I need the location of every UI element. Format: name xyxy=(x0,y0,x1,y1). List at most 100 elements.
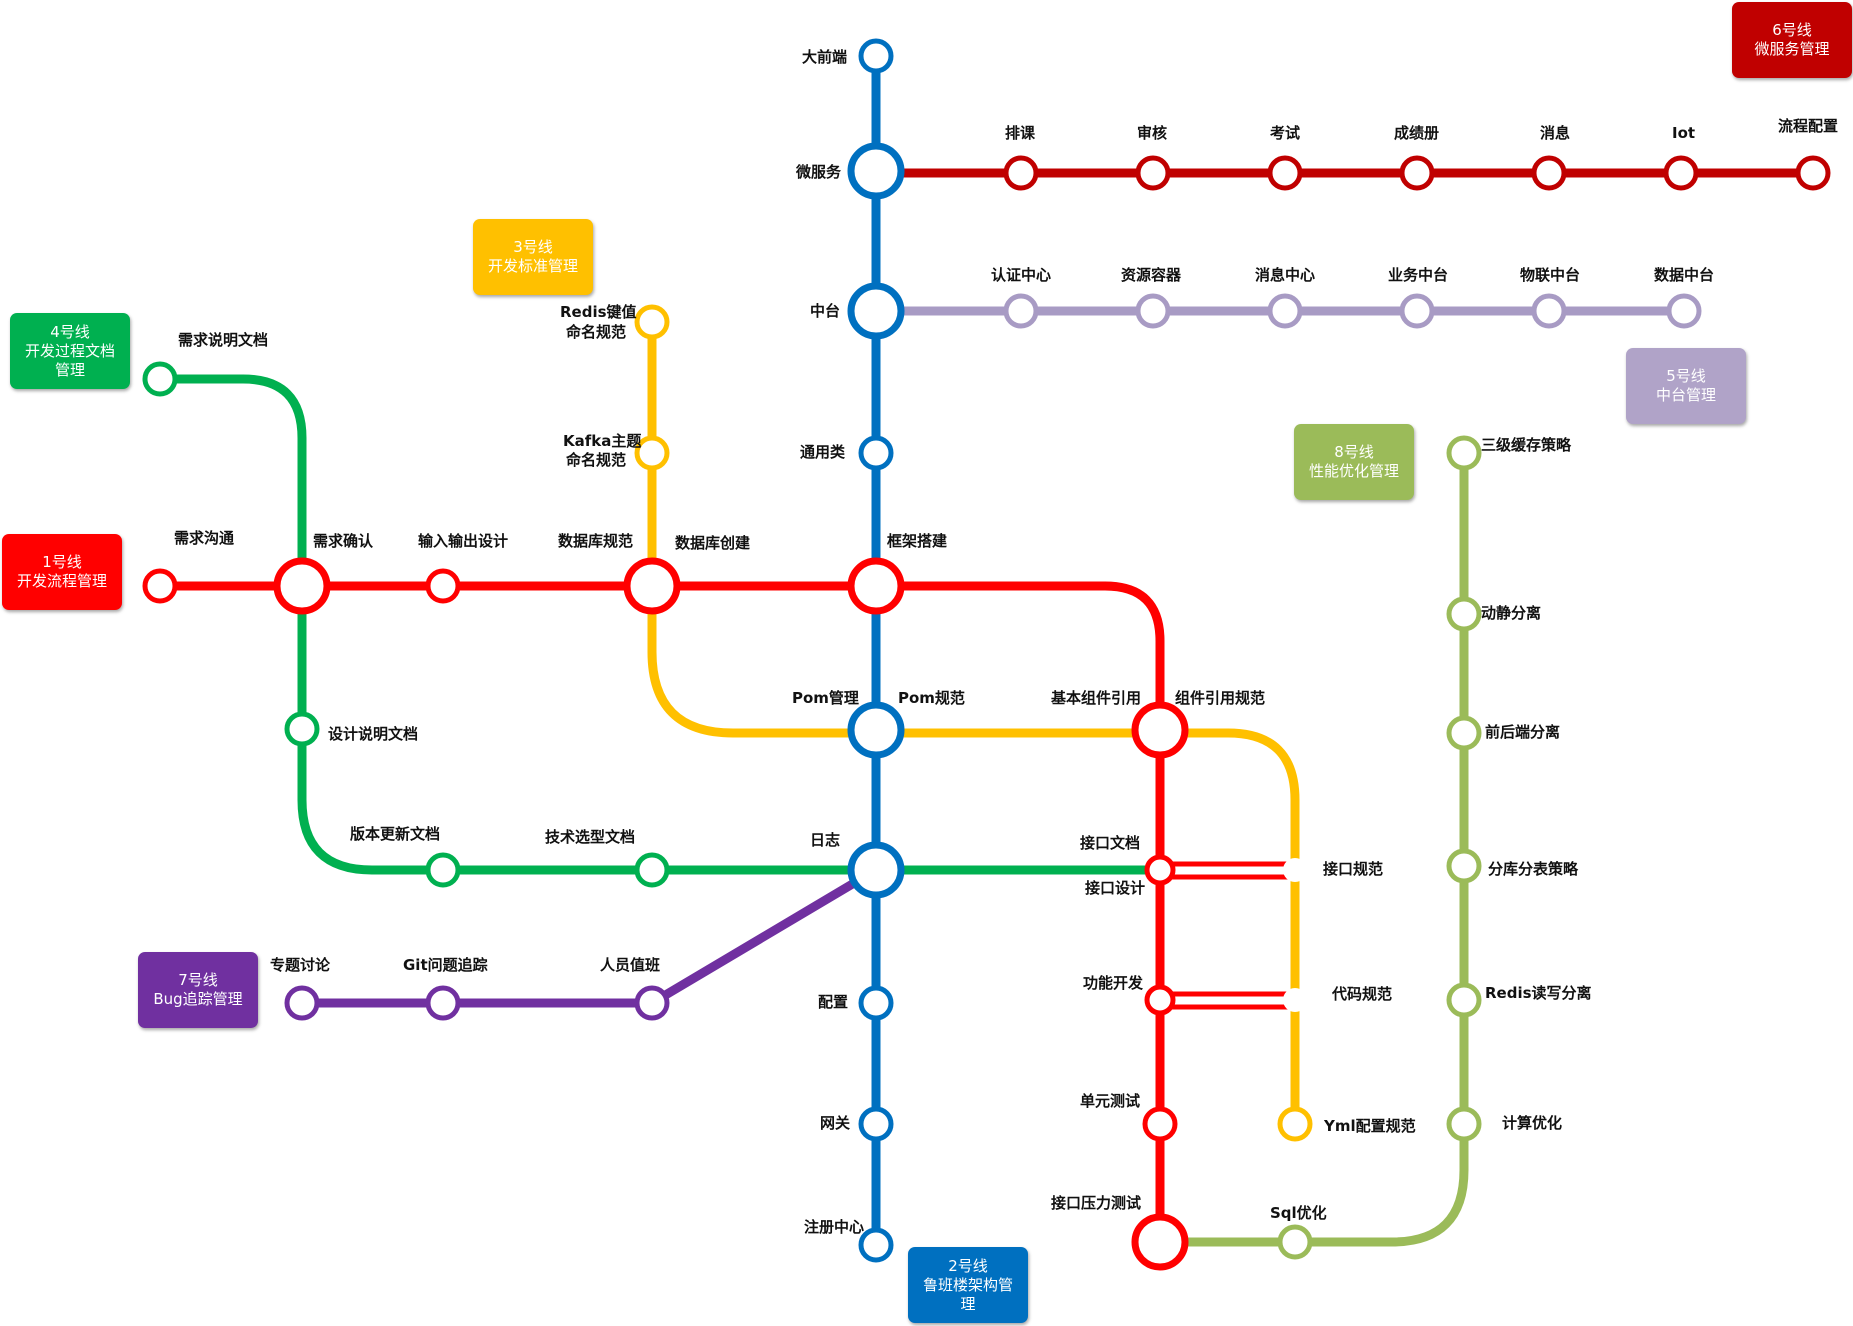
badge-line3-name: 开发标准管理 xyxy=(487,257,578,275)
station-line8-6[interactable] xyxy=(1277,1224,1313,1260)
badge-line1[interactable]: 1号线 开发流程管理 xyxy=(2,534,122,610)
badge-line1-name: 开发流程管理 xyxy=(16,572,107,590)
label-line6-2: 考试 xyxy=(1270,124,1300,142)
station-line1-2[interactable] xyxy=(425,568,461,604)
label-line1-0: 需求沟通 xyxy=(174,529,234,547)
station-line6-6[interactable] xyxy=(1795,155,1831,191)
label-line2-0: 大前端 xyxy=(802,48,847,66)
label-line5-0: 认证中心 xyxy=(991,266,1051,284)
badge-line1-number: 1号线 xyxy=(42,553,82,571)
station-line2-6[interactable] xyxy=(847,841,905,899)
station-line2-8[interactable] xyxy=(858,1106,894,1142)
badge-line4[interactable]: 4号线 开发过程文档 管理 xyxy=(10,313,130,389)
label-line3-3: 命名规范 xyxy=(565,451,626,469)
station-line4-3[interactable] xyxy=(634,852,670,888)
station-line8-4[interactable] xyxy=(1446,982,1482,1018)
label-line7-1: Git问题追踪 xyxy=(403,956,488,974)
label-line8-6: Sql优化 xyxy=(1270,1204,1327,1222)
station-line2-5[interactable] xyxy=(847,701,905,759)
station-line5-2[interactable] xyxy=(1267,293,1303,329)
station-line6-2[interactable] xyxy=(1267,155,1303,191)
badge-line3[interactable]: 3号线 开发标准管理 xyxy=(473,219,593,295)
label-line2-9: 网关 xyxy=(820,1114,850,1132)
station-line1-3[interactable] xyxy=(623,557,681,615)
station-line8-1[interactable] xyxy=(1446,596,1482,632)
badge-line2-number: 2号线 xyxy=(948,1256,988,1275)
station-line1-0[interactable] xyxy=(142,568,178,604)
station-line3-4[interactable] xyxy=(1277,1106,1313,1142)
station-line1-4[interactable] xyxy=(1131,701,1189,759)
label-line1-5: 框架搭建 xyxy=(887,532,948,550)
station-line5-4[interactable] xyxy=(1531,293,1567,329)
connector-code xyxy=(1157,991,1295,1010)
station-line4-0[interactable] xyxy=(142,361,178,397)
label-line6-4: 消息 xyxy=(1540,124,1570,142)
label-line1-6: 基本组件引用 xyxy=(1050,689,1141,707)
badge-line2-name: 鲁班楼架构管 理 xyxy=(922,1275,1013,1313)
station-line2-1[interactable] xyxy=(847,142,905,200)
station-line1-1[interactable] xyxy=(273,557,331,615)
station-line8-0[interactable] xyxy=(1446,435,1482,471)
station-line5-0[interactable] xyxy=(1003,293,1039,329)
label-line3-7: 代码规范 xyxy=(1331,985,1392,1003)
station-line8-5[interactable] xyxy=(1446,1106,1482,1142)
station-line6-3[interactable] xyxy=(1399,155,1435,191)
station-line2-4[interactable] xyxy=(847,557,905,615)
station-line2-9[interactable] xyxy=(858,1227,894,1263)
station-line4-1[interactable] xyxy=(284,711,320,747)
station-line5-3[interactable] xyxy=(1399,293,1435,329)
station-line3-1[interactable] xyxy=(634,435,670,471)
label-line4-0: 需求说明文档 xyxy=(178,331,268,349)
badge-line7-name: Bug追踪管理 xyxy=(153,990,243,1008)
label-line2-5: Pom管理 xyxy=(792,689,859,707)
badge-line6-name: 微服务管理 xyxy=(1754,40,1830,58)
badge-line5[interactable]: 5号线 中台管理 xyxy=(1626,348,1746,424)
station-line8-2[interactable] xyxy=(1446,715,1482,751)
label-line1-11: 接口压力测试 xyxy=(1051,1194,1141,1212)
label-line8-3: 分库分表策略 xyxy=(1488,860,1579,878)
station-line3-2[interactable] xyxy=(1283,858,1307,882)
label-line2-10: 注册中心 xyxy=(804,1218,864,1236)
label-line3-5: 组件引用规范 xyxy=(1175,689,1265,707)
station-line1-5[interactable] xyxy=(1144,854,1176,886)
label-line2-7: 日志 xyxy=(810,831,840,849)
label-line6-3: 成绩册 xyxy=(1394,124,1439,142)
label-line1-2: 输入输出设计 xyxy=(418,532,508,550)
station-line4-2[interactable] xyxy=(425,852,461,888)
station-line6-1[interactable] xyxy=(1135,155,1171,191)
station-line7-0[interactable] xyxy=(284,985,320,1021)
label-line2-8: 配置 xyxy=(818,993,848,1011)
station-line8-3[interactable] xyxy=(1446,848,1482,884)
station-line1-8[interactable] xyxy=(1131,1213,1189,1271)
label-line3-1: 命名规范 xyxy=(565,323,626,341)
badge-line8[interactable]: 8号线 性能优化管理 xyxy=(1294,424,1414,500)
station-line5-1[interactable] xyxy=(1135,293,1171,329)
station-line3-3[interactable] xyxy=(1283,988,1307,1012)
label-line5-5: 数据中台 xyxy=(1654,266,1714,284)
station-line2-3[interactable] xyxy=(858,435,894,471)
station-line6-0[interactable] xyxy=(1003,155,1039,191)
badge-line6[interactable]: 6号线 微服务管理 xyxy=(1732,2,1852,78)
station-line1-6[interactable] xyxy=(1144,984,1176,1016)
station-line6-5[interactable] xyxy=(1663,155,1699,191)
label-line4-1: 设计说明文档 xyxy=(328,725,418,743)
station-line6-4[interactable] xyxy=(1531,155,1567,191)
station-line5-5[interactable] xyxy=(1666,293,1702,329)
station-line7-1[interactable] xyxy=(425,985,461,1021)
badge-line2[interactable]: 2号线 鲁班楼架构管 理 xyxy=(908,1247,1028,1323)
label-line6-0: 排课 xyxy=(1005,124,1036,142)
station-line2-7[interactable] xyxy=(858,985,894,1021)
badge-line5-number: 5号线 xyxy=(1666,367,1706,385)
badge-line7[interactable]: 7号线 Bug追踪管理 xyxy=(138,952,258,1028)
label-line5-1: 资源容器 xyxy=(1121,266,1182,284)
station-line2-0[interactable] xyxy=(858,38,894,74)
station-line7-2[interactable] xyxy=(634,985,670,1021)
label-line6-6: 流程配置 xyxy=(1778,117,1838,135)
station-line1-7[interactable] xyxy=(1142,1106,1178,1142)
station-line2-2[interactable] xyxy=(847,282,905,340)
badge-line4-name: 开发过程文档 管理 xyxy=(24,341,115,379)
line8-track xyxy=(1155,445,1469,1247)
station-line3-0[interactable] xyxy=(634,304,670,340)
label-line2-3: 通用类 xyxy=(800,443,846,461)
